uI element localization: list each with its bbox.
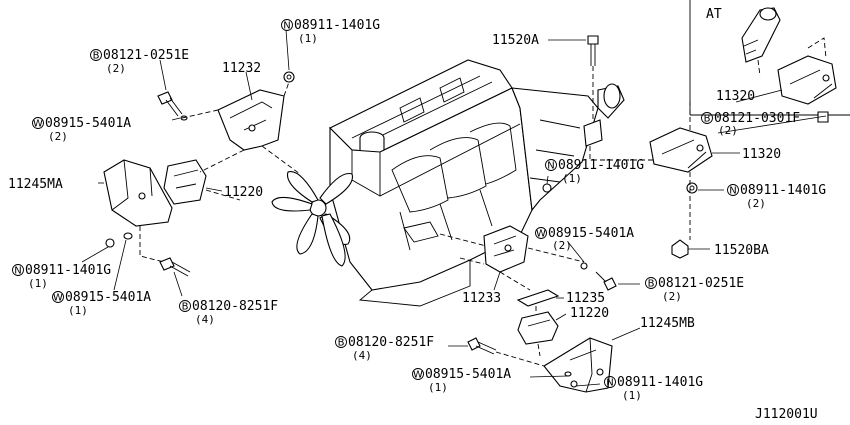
label-n-08911-1401g-left: N 08911-1401G (1)	[12, 263, 111, 290]
left-mount-group	[103, 71, 301, 277]
washer-icon	[123, 232, 133, 240]
part-label-11235: 11235	[566, 291, 605, 306]
prefix-w-icon: W	[536, 229, 546, 240]
prefix-n-icon: N	[729, 186, 736, 197]
prefix-w-icon: W	[53, 293, 63, 304]
bracket-11245ma	[103, 159, 173, 227]
svg-text:(1): (1)	[68, 304, 88, 317]
svg-text:08915-5401A: 08915-5401A	[65, 290, 151, 305]
label-b-08121-0251e-left: B 08121-0251E (2)	[90, 48, 189, 75]
prefix-w-icon: W	[33, 119, 43, 130]
bolt-icon	[467, 337, 481, 351]
bracket-11245mb	[543, 337, 613, 393]
prefix-n-icon: N	[606, 378, 613, 389]
svg-text:(2): (2)	[48, 130, 68, 143]
label-n-08911-1401g-top: N 08911-1401G (1)	[281, 18, 380, 45]
svg-text:08911-1401G: 08911-1401G	[617, 375, 703, 390]
prefix-b-icon: B	[648, 279, 655, 290]
svg-text:08911-1401G: 08911-1401G	[558, 158, 644, 173]
part-label-11320-at: 11320	[716, 89, 755, 104]
svg-text:08911-1401G: 08911-1401G	[740, 183, 826, 198]
prefix-b-icon: B	[704, 114, 711, 125]
svg-text:(1): (1)	[298, 32, 318, 45]
nut-icon	[105, 238, 115, 248]
prefix-w-icon: W	[413, 370, 423, 381]
part-label-11245ma: 11245MA	[8, 177, 63, 192]
label-w-08915-5401a-upper-left: W 08915-5401A (2)	[32, 116, 131, 143]
part-label-11232: 11232	[222, 61, 261, 76]
part-label-11220-left: 11220	[224, 185, 263, 200]
svg-text:(4): (4)	[195, 313, 215, 326]
cooling-fan	[271, 171, 354, 267]
part-label-11320: 11320	[742, 147, 781, 162]
prefix-n-icon: N	[283, 21, 290, 32]
svg-text:08121-0251E: 08121-0251E	[103, 48, 189, 63]
svg-text:(4): (4)	[352, 349, 372, 362]
label-w-08915-5401a-lower-left: W 08915-5401A (1)	[52, 290, 151, 317]
plate-11235	[516, 289, 560, 307]
bolt-icon	[817, 111, 829, 123]
nut-icon	[570, 380, 578, 388]
diagram-code: J112001U	[755, 407, 818, 422]
part-label-11520ba: 11520BA	[714, 243, 769, 258]
svg-text:(1): (1)	[562, 172, 582, 185]
part-label-11220-right: 11220	[570, 306, 609, 321]
svg-text:08911-1401G: 08911-1401G	[294, 18, 380, 33]
at-label: AT	[706, 7, 722, 22]
svg-text:(2): (2)	[552, 239, 572, 252]
insulator-11220	[163, 159, 207, 205]
bolt-icon	[159, 257, 175, 271]
svg-text:(2): (2)	[746, 197, 766, 210]
insulator-11220-right	[517, 311, 559, 345]
prefix-n-icon: N	[14, 266, 21, 277]
prefix-n-icon: N	[547, 161, 554, 172]
label-b-08120-8251f-left: B 08120-8251F (4)	[179, 299, 278, 326]
svg-text:08120-8251F: 08120-8251F	[348, 335, 434, 350]
bolt-icon	[157, 91, 173, 105]
label-n-08911-1401g-mid: N 08911-1401G (1)	[545, 158, 644, 185]
leader-lines	[81, 29, 827, 387]
washer-icon	[580, 262, 588, 270]
label-b-08121-0251e-right: B 08121-0251E (2)	[645, 276, 744, 303]
part-labels: AT N 08911-1401G (1) B 08121-0251E (2) 1…	[8, 7, 826, 422]
part-label-11520a: 11520A	[492, 33, 539, 48]
part-label-11233: 11233	[462, 291, 501, 306]
svg-text:08121-0251E: 08121-0251E	[658, 276, 744, 291]
svg-text:(1): (1)	[28, 277, 48, 290]
svg-text:(2): (2)	[662, 290, 682, 303]
nut-icon	[542, 183, 552, 193]
svg-text:(1): (1)	[428, 381, 448, 394]
svg-text:08915-5401A: 08915-5401A	[548, 226, 634, 241]
prefix-b-icon: B	[338, 338, 345, 349]
nut-icon	[686, 182, 698, 194]
label-n-08911-1401g-bottom: N 08911-1401G (1)	[604, 375, 703, 402]
svg-text:08915-5401A: 08915-5401A	[45, 116, 131, 131]
svg-text:08911-1401G: 08911-1401G	[25, 263, 111, 278]
label-w-08915-5401a-bottom: W 08915-5401A (1)	[412, 367, 511, 394]
svg-text:(1): (1)	[622, 389, 642, 402]
label-b-08121-0301f: B 08121-0301F (2)	[701, 111, 800, 137]
transmission-mount-group	[439, 0, 850, 393]
washer-icon	[564, 371, 572, 377]
part-label-11245mb: 11245MB	[640, 316, 695, 331]
label-n-08911-1401g-right: N 08911-1401G (2)	[727, 183, 826, 210]
bolt-icon	[587, 35, 599, 45]
label-w-08915-5401a-right: W 08915-5401A (2)	[535, 226, 634, 252]
bracket-11232	[217, 89, 285, 151]
prefix-b-icon: B	[182, 302, 189, 313]
bolt-icon	[603, 277, 617, 291]
svg-text:08120-8251F: 08120-8251F	[192, 299, 278, 314]
svg-text:08915-5401A: 08915-5401A	[425, 367, 511, 382]
engine-assembly	[271, 59, 625, 307]
prefix-b-icon: B	[93, 51, 100, 62]
svg-text:(2): (2)	[106, 62, 126, 75]
label-b-08120-8251f-bottom: B 08120-8251F (4)	[335, 335, 434, 362]
svg-text:08121-0301F: 08121-0301F	[714, 111, 800, 126]
nut-icon	[671, 239, 689, 259]
nut-icon	[283, 71, 295, 83]
svg-text:(2): (2)	[718, 124, 738, 137]
